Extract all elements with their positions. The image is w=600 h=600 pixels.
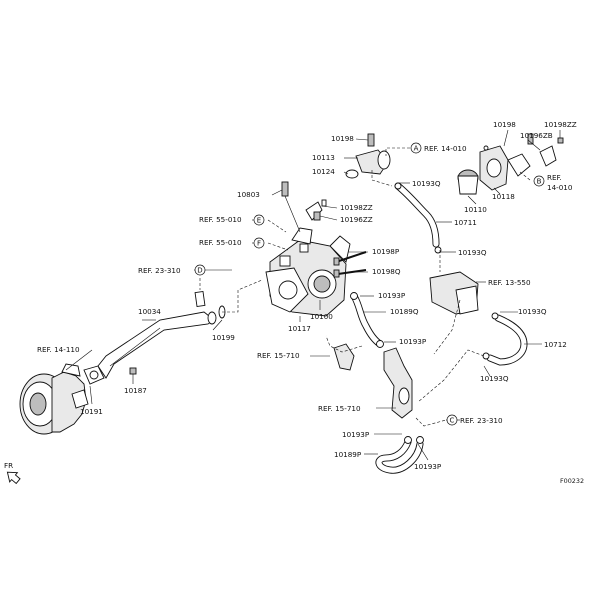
part-label-10198: 10198 [331,134,354,143]
diagram-code: F00232 [560,477,584,485]
circle-letter-a: A [410,142,422,154]
housing-10118-drawing [479,145,531,191]
hose-10189p-drawing [375,436,424,474]
bracket-10196zz-drawing [305,199,327,221]
part-label-10117: 10117 [288,324,311,333]
part-label-10198q: 10198Q [372,267,401,276]
part-label-10113: 10113 [312,153,335,162]
part-label-10193q-a: 10193Q [412,179,441,188]
part-label-10193q-c: 10193Q [518,307,547,316]
ref-14-110: REF. 14-110 [37,345,80,354]
part-label-10193p-b: 10193P [399,337,427,346]
part-label-10191: 10191 [80,407,103,416]
ref-14-010-b-line2: 14-010 [547,183,573,192]
ref-15-710-a: REF. 15-710 [257,351,300,360]
part-label-10803: 10803 [237,190,260,199]
fitting-10113-drawing [345,133,391,179]
part-label-10193q-b: 10193Q [458,248,487,257]
svg-text:E: E [257,217,261,225]
pipe-15-710-drawing [333,343,413,419]
part-label-10193p-c: 10193P [342,430,370,439]
bolt-10187-drawing [129,367,137,382]
part-label-10198zz: 10198ZZ [340,203,373,212]
inlet-pipe-drawing [429,271,479,315]
svg-text:C: C [450,417,455,425]
gasket-10117-drawing [265,267,309,313]
svg-text:F: F [257,240,261,248]
circle-letter-c: C [446,414,458,426]
front-direction-label: FR [4,461,13,470]
part-label-10193p-d: 10193P [414,462,442,471]
water-pump-drawing [19,363,89,435]
sensor-10803-drawing [281,181,301,233]
ref-13-550: REF. 13-550 [488,278,531,287]
part-label-10199: 10199 [212,333,235,342]
gasket-10191-drawing [83,365,105,385]
svg-text:D: D [197,267,202,275]
hose-10712-drawing [482,312,528,366]
part-label-10193q-d: 10193Q [480,374,509,383]
pipe-10034-drawing [97,291,217,379]
circle-letter-d: D [194,264,206,276]
part-label-10189p: 10189P [334,450,362,459]
part-label-10196zz: 10196ZZ [340,215,373,224]
ref-55-010-e: REF. 55-010 [199,215,242,224]
part-label-10196zb: 10196ZB [520,131,553,140]
part-label-10711: 10711 [454,218,477,227]
part-label-10712: 10712 [544,340,567,349]
part-label-10198zz-b: 10198ZZ [544,120,577,129]
ref-14-010-top: REF. 14-010 [424,144,467,153]
part-label-10118: 10118 [492,192,515,201]
part-label-10198-b: 10198 [493,120,516,129]
circle-letter-f: F [253,237,265,249]
part-label-10198p: 10198P [372,247,400,256]
ref-23-310-c: REF. 23-310 [460,416,503,425]
dashed-reference-lines [199,147,531,427]
part-label-10034: 10034 [138,307,161,316]
ref-14-010-b-line1: REF. [547,173,562,182]
svg-text:B: B [537,178,542,186]
hose-10189q-drawing [350,292,384,348]
part-label-10124: 10124 [312,167,335,176]
part-label-10187: 10187 [124,386,147,395]
part-label-10189q: 10189Q [390,307,419,316]
circle-letter-e: E [253,214,265,226]
circle-letter-b: B [533,175,545,187]
hose-10711-drawing [394,182,442,254]
ref-23-310-d: REF. 23-310 [138,266,181,275]
svg-text:A: A [414,145,419,153]
bracket-10196zb-drawing [527,133,564,167]
part-label-10110: 10110 [464,205,487,214]
front-arrow-icon [6,471,21,485]
thermostat-10110-drawing [457,169,479,195]
part-label-10193p-a: 10193P [378,291,406,300]
ref-55-010-f: REF. 55-010 [199,238,242,247]
ref-15-710-b: REF. 15-710 [318,404,361,413]
part-label-10100: 10100 [310,312,333,321]
